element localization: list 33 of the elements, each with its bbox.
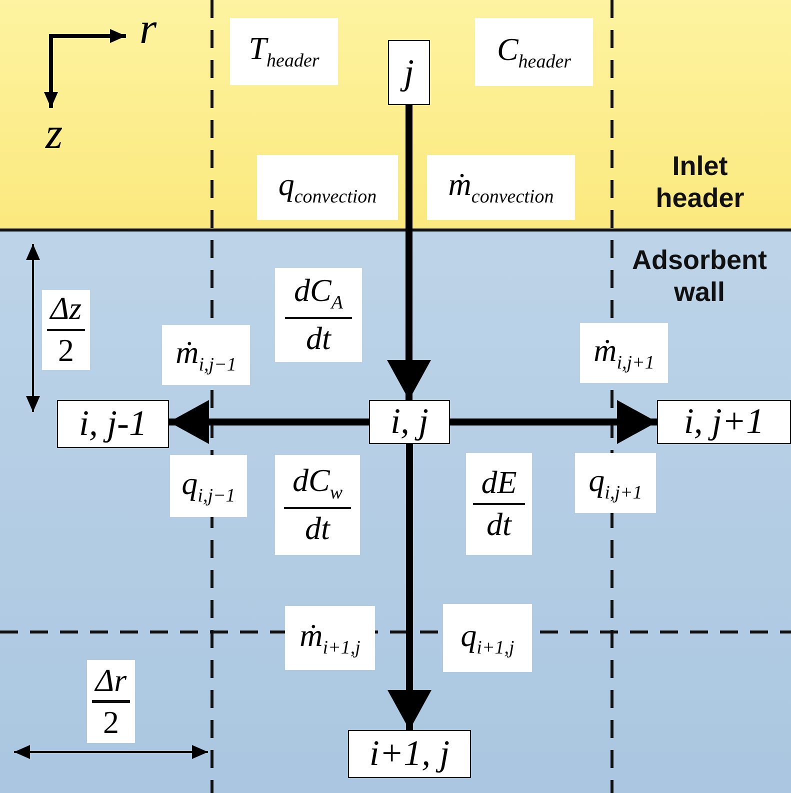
math-label: q$_{i,j+1}$ [575,453,656,513]
math-label: q$_{convection}$ [257,155,398,220]
math-label: ṁ$_{i,j+1}$ [580,323,668,383]
denominator: dt [305,512,330,546]
numerator: Δz [50,292,82,326]
flux-arrow [387,105,431,400]
math-label: T$_{header}$ [230,18,338,85]
flux-arrow [450,400,657,444]
denominator: dt [486,508,512,542]
cell-index-box: i, j [369,400,450,444]
denominator: 2 [58,334,74,368]
math-label: q$_{i,j−1}$ [170,455,247,517]
region-title: Adsorbent wall [631,244,768,308]
numerator: dC$_{A}$ [294,274,343,314]
math-label: ṁ$_{i+1,j}$ [285,606,375,670]
region-title: Inlet header [654,150,746,214]
numerator: Δr [95,664,127,698]
cell-index-box: j [388,40,430,105]
denominator: 2 [103,706,119,740]
math-label: q$_{i+1,j}$ [443,604,532,672]
flux-arrow [169,400,369,444]
cell-index-box: i, j-1 [57,400,169,448]
cell-index-box: i+1, j [348,730,471,778]
denominator: dt [306,322,331,356]
flux-arrow [388,444,432,730]
cell-index-box: i, j+1 [657,400,791,444]
numerator: dE [481,466,517,500]
axis-label: r [138,4,158,54]
math-label: ṁ$_{convection}$ [427,155,575,220]
math-label: ṁ$_{i,j−1}$ [162,325,250,385]
numerator: dC$_{w}$ [292,464,343,504]
axis-label: z [44,112,64,157]
math-label: C$_{header}$ [475,18,593,86]
